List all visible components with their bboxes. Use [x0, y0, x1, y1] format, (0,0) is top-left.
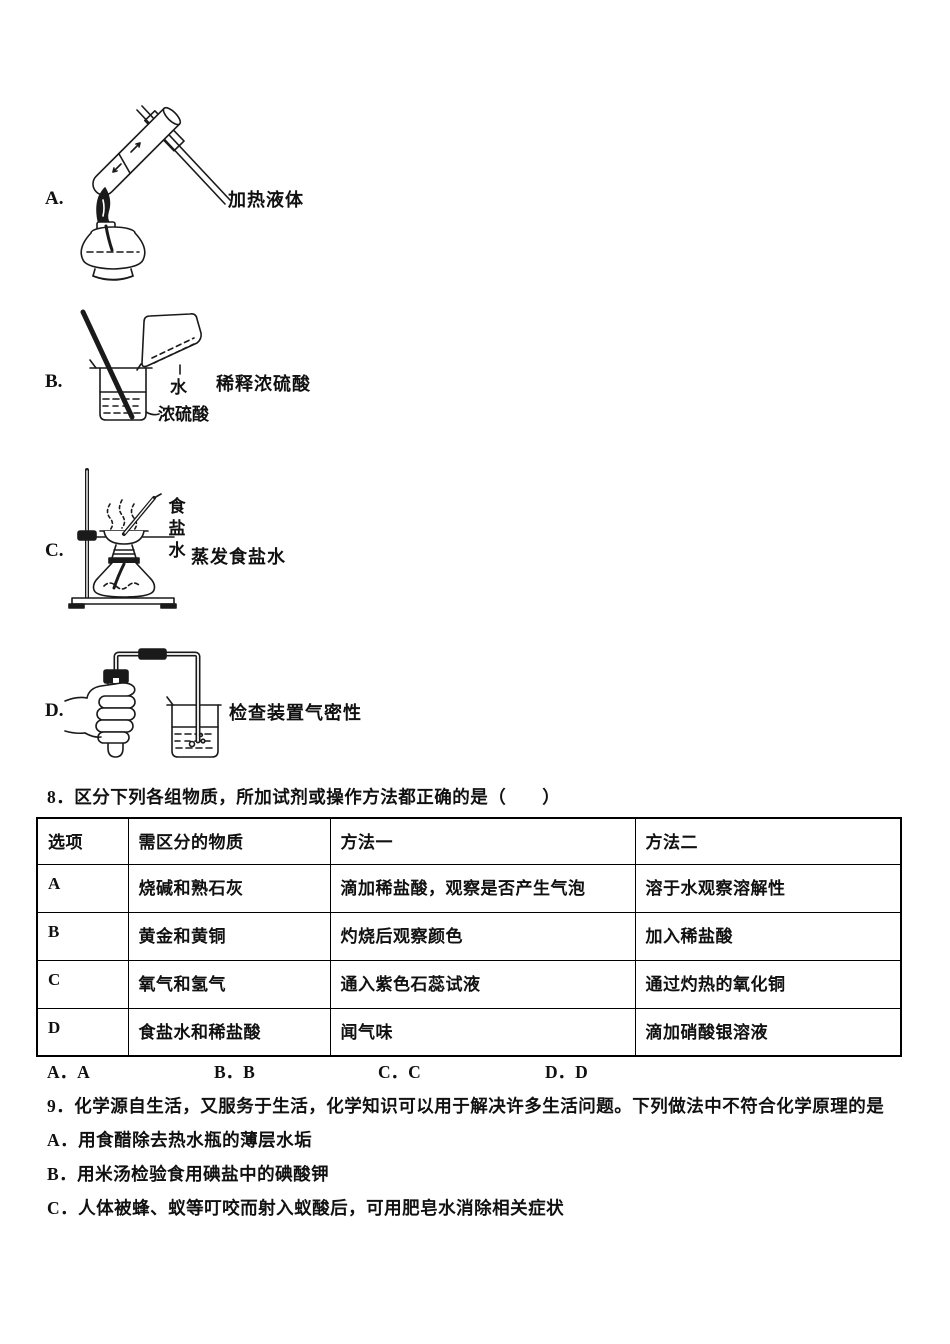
- apparatus-letter-a: A.: [45, 188, 64, 209]
- table-cell: D: [36, 1007, 129, 1057]
- alcohol-lamp-icon: [94, 545, 155, 597]
- table-cell: 通过灼热的氧化铜: [634, 959, 902, 1009]
- question-8-table: 选项 需区分的物质 方法一 方法二 A 烧碱和熟石灰 滴加稀盐酸，观察是否产生气…: [36, 817, 902, 1057]
- table-row: D 食盐水和稀盐酸 闻气味 滴加硝酸银溶液: [36, 1007, 902, 1057]
- table-row: C 氧气和氢气 通入紫色石蕊试液 通过灼热的氧化铜: [36, 959, 902, 1009]
- table-header-cell: 选项: [36, 817, 129, 865]
- beaker-icon: [167, 697, 221, 757]
- table-header-row: 选项 需区分的物质 方法一 方法二: [36, 817, 902, 865]
- glass-rod-icon: [124, 494, 161, 534]
- table-header-cell: 方法一: [329, 817, 636, 865]
- question-9-stem: 9．化学源自生活，又服务于生活，化学知识可以用于解决许多生活问题。下列做法中不符…: [47, 1096, 885, 1116]
- table-row: A 烧碱和熟石灰 滴加稀盐酸，观察是否产生气泡 溶于水观察溶解性: [36, 863, 902, 913]
- question-9-option-c: C．人体被蜂、蚁等叮咬而射入蚁酸后，可用肥皂水消除相关症状: [47, 1198, 565, 1218]
- motion-arrows-icon: [113, 143, 140, 172]
- table-row: B 黄金和黄铜 灼烧后观察颜色 加入稀盐酸: [36, 911, 902, 961]
- table-cell: B: [36, 911, 129, 961]
- table-cell: 加入稀盐酸: [634, 911, 902, 961]
- alcohol-lamp-icon: [81, 188, 145, 280]
- table-cell: 烧碱和熟石灰: [127, 863, 331, 913]
- apparatus-caption-b: 稀释浓硫酸: [216, 374, 311, 394]
- apparatus-letter-d: D.: [45, 700, 64, 721]
- table-header-cell: 方法二: [634, 817, 902, 865]
- water-label: 水: [170, 378, 187, 397]
- table-cell: 闻气味: [329, 1007, 636, 1057]
- test-tube-icon: [88, 105, 182, 199]
- apparatus-letter-c: C.: [45, 540, 64, 561]
- question-8-stem: 8．区分下列各组物质，所加试剂或操作方法都正确的是（ ）: [47, 787, 561, 807]
- question-8-choice-d: D．D: [545, 1062, 588, 1082]
- stirring-rod-icon: [83, 312, 132, 417]
- table-cell: C: [36, 959, 129, 1009]
- hand-icon: [65, 683, 135, 743]
- table-cell: 黄金和黄铜: [127, 911, 331, 961]
- table-cell: 通入紫色石蕊试液: [329, 959, 636, 1009]
- heating-liquid-diagram: [75, 96, 235, 278]
- table-cell: A: [36, 863, 129, 913]
- question-8-choice-b: B．B: [214, 1062, 255, 1082]
- table-cell: 滴加稀盐酸，观察是否产生气泡: [329, 863, 636, 913]
- acid-leader-line: [146, 412, 159, 415]
- rubber-connector-icon: [139, 649, 166, 659]
- air-tightness-diagram: [65, 641, 230, 763]
- apparatus-caption-d: 检查装置气密性: [229, 703, 362, 723]
- evaporation-diagram: [64, 462, 199, 610]
- iron-stand-icon: [69, 470, 176, 608]
- table-cell: 食盐水和稀盐酸: [127, 1007, 331, 1057]
- apparatus-caption-c: 蒸发食盐水: [191, 547, 286, 567]
- table-cell: 溶于水观察溶解性: [634, 863, 902, 913]
- question-9-option-a: A．用食醋除去热水瓶的薄层水垢: [47, 1130, 313, 1150]
- dilute-acid-diagram: [80, 302, 230, 430]
- question-9-option-b: B．用米汤检验食用碘盐中的碘酸钾: [47, 1164, 330, 1184]
- question-8-choice-a: A．A: [47, 1062, 90, 1082]
- delivery-tube-icon: [116, 649, 198, 741]
- apparatus-letter-b: B.: [45, 371, 63, 392]
- table-header-cell: 需区分的物质: [127, 817, 331, 865]
- apparatus-caption-a: 加热液体: [228, 190, 304, 210]
- question-8-choice-c: C．C: [378, 1062, 421, 1082]
- table-cell: 灼烧后观察颜色: [329, 911, 636, 961]
- concentrated-acid-label: 浓硫酸: [158, 405, 209, 424]
- table-cell: 氧气和氢气: [127, 959, 331, 1009]
- bubbles-icon: [190, 734, 205, 747]
- steam-icon: [108, 500, 137, 530]
- table-cell: 滴加硝酸银溶液: [634, 1007, 902, 1057]
- pouring-cup-icon: [137, 314, 201, 370]
- salt-water-label: 食盐水: [168, 497, 186, 560]
